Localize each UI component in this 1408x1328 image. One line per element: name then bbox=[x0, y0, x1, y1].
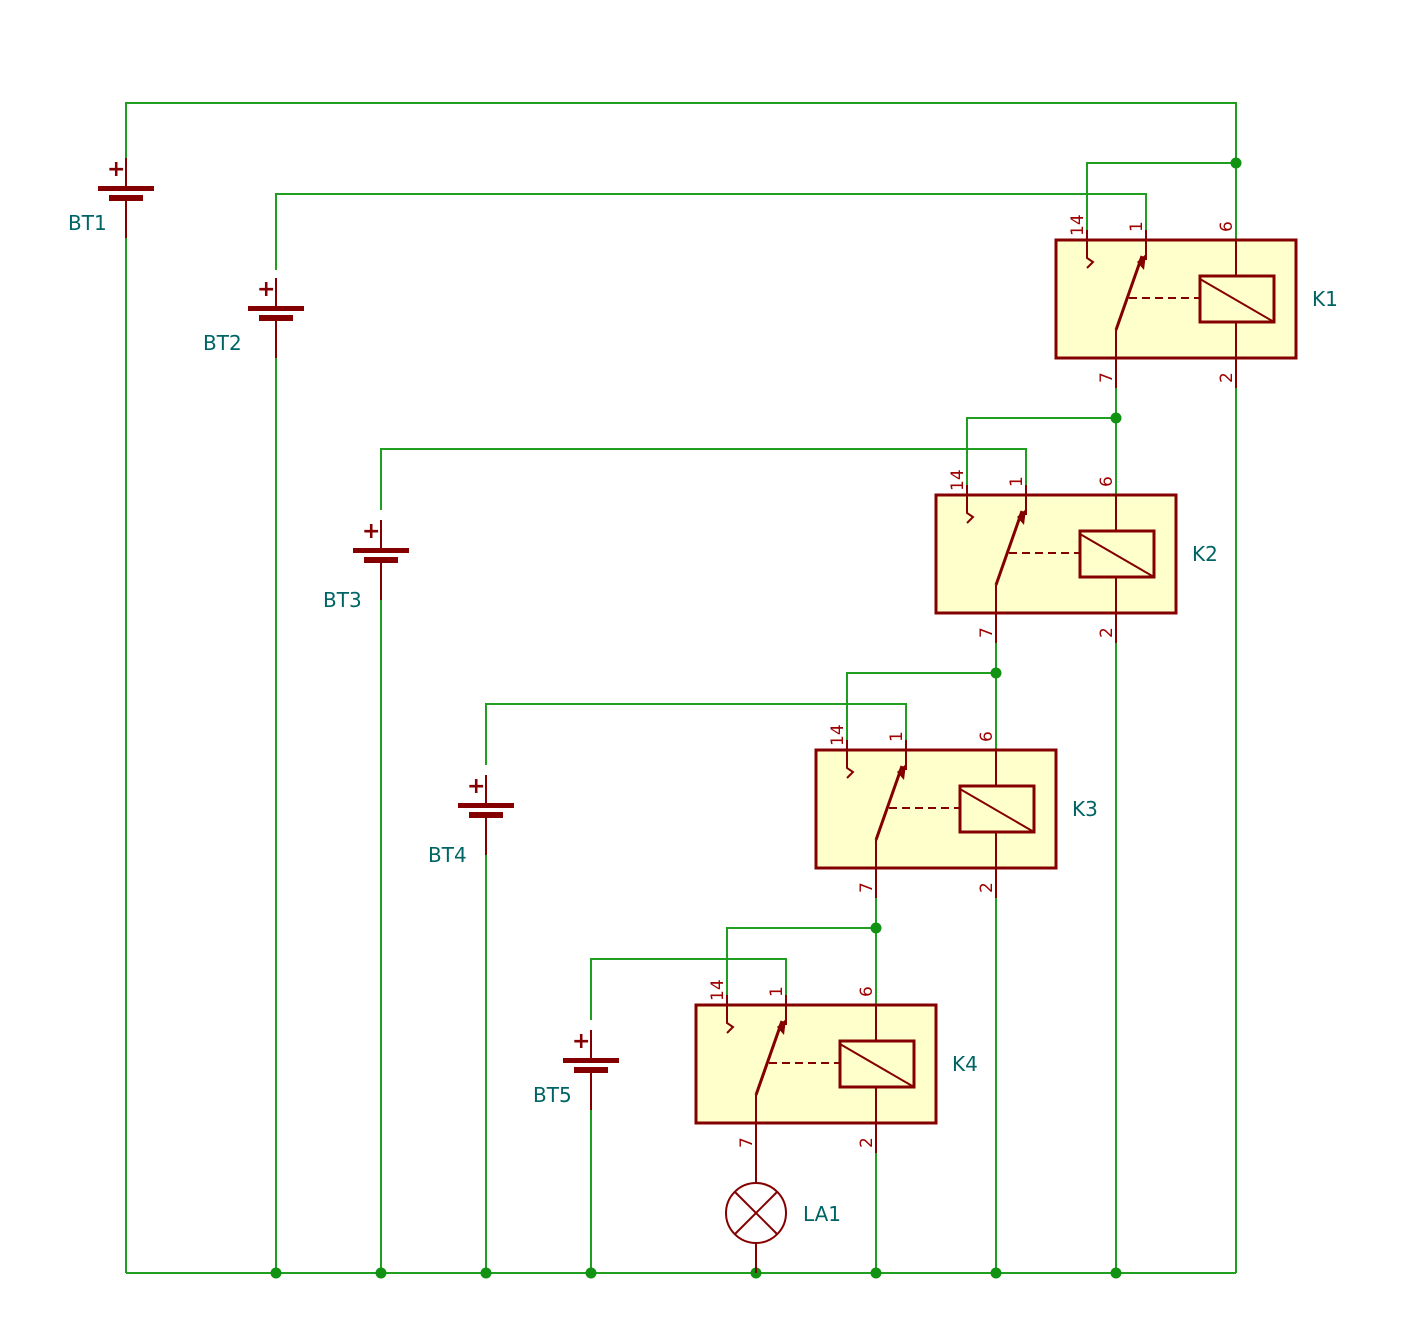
pin-number-no: 7 bbox=[857, 882, 877, 893]
lamp-icon bbox=[725, 1182, 787, 1244]
battery-positive-plate bbox=[353, 548, 409, 553]
pin-number-nc: 14 bbox=[828, 724, 848, 746]
wire-bt1-top bbox=[125, 102, 1237, 240]
junctions bbox=[270, 157, 1242, 1279]
pin-number-nc: 14 bbox=[948, 469, 968, 491]
pin-number-no: 7 bbox=[737, 1137, 757, 1148]
switch-contact-arrow bbox=[777, 1019, 786, 1035]
battery-bt2[interactable]: + BT2 bbox=[203, 277, 304, 358]
pin-number-coil-b: 2 bbox=[977, 882, 997, 893]
wire-bt4-k3-com bbox=[485, 703, 907, 765]
lamp-label: LA1 bbox=[803, 1202, 841, 1226]
wire-bt3-k2-com bbox=[380, 448, 1027, 510]
switch-contact-arrow bbox=[897, 764, 906, 780]
battery-bt4[interactable]: + BT4 bbox=[428, 774, 514, 867]
switch-blade bbox=[874, 765, 904, 841]
pin-number-coil-b: 2 bbox=[1217, 372, 1237, 383]
wire-k2-nc bbox=[966, 417, 1116, 495]
pin-number-nc: 14 bbox=[1068, 214, 1088, 236]
lamp-la1[interactable]: LA1 bbox=[725, 1153, 841, 1273]
battery-polarity-mark: + bbox=[107, 157, 125, 182]
relay-coil bbox=[838, 1039, 916, 1089]
battery-polarity-mark: + bbox=[257, 277, 275, 302]
switch-contact-arrow bbox=[1017, 509, 1026, 525]
wire-bt2-k1-com bbox=[275, 193, 1147, 270]
battery-negative-plate bbox=[574, 1067, 608, 1073]
wire-k4-nc bbox=[726, 927, 876, 1005]
relay-k3[interactable]: 14 1 6 7 2 K3 bbox=[814, 724, 1098, 898]
battery-polarity-mark: + bbox=[572, 1029, 590, 1054]
pin-number-coil-a: 6 bbox=[857, 986, 877, 997]
nc-contact-marker bbox=[726, 1005, 735, 1034]
battery-label: BT3 bbox=[323, 588, 362, 612]
pin-number-nc: 14 bbox=[708, 979, 728, 1001]
junction-dot bbox=[270, 1267, 282, 1279]
relay-label: K1 bbox=[1312, 287, 1338, 311]
wire-k1-nc bbox=[1086, 162, 1236, 240]
junction-dot bbox=[1110, 1267, 1122, 1279]
relay-k1[interactable]: 14 1 6 7 2 K1 bbox=[1054, 214, 1338, 388]
switch-blade bbox=[994, 510, 1024, 586]
junction-dot bbox=[870, 1267, 882, 1279]
relay-coil bbox=[1078, 529, 1156, 579]
junction-dot bbox=[585, 1267, 597, 1279]
pin-number-com: 1 bbox=[1007, 476, 1027, 487]
battery-positive-plate bbox=[248, 306, 304, 311]
pin-number-com: 1 bbox=[1127, 221, 1147, 232]
nc-contact-marker bbox=[846, 750, 855, 779]
relay-k2[interactable]: 14 1 6 7 2 K2 bbox=[934, 469, 1218, 643]
battery-bt5[interactable]: + BT5 bbox=[533, 1029, 619, 1110]
wire-k3-nc bbox=[846, 672, 996, 750]
battery-bt3[interactable]: + BT3 bbox=[323, 519, 409, 612]
battery-label: BT1 bbox=[68, 211, 107, 235]
battery-negative-plate bbox=[259, 315, 293, 321]
switch-blade bbox=[754, 1020, 784, 1096]
switch-blade bbox=[1114, 255, 1144, 331]
relay-coil bbox=[1198, 274, 1276, 324]
battery-bt1[interactable]: + BT1 bbox=[68, 157, 154, 238]
wires bbox=[125, 102, 1237, 1274]
wire-bt5-k4-com bbox=[590, 958, 787, 1020]
pin-number-com: 1 bbox=[767, 986, 787, 997]
junction-dot bbox=[1230, 157, 1242, 169]
nc-contact-marker bbox=[966, 495, 975, 524]
switch-contact-arrow bbox=[1137, 254, 1146, 270]
junction-dot bbox=[990, 1267, 1002, 1279]
battery-label: BT5 bbox=[533, 1083, 572, 1107]
battery-polarity-mark: + bbox=[362, 519, 380, 544]
relay-label: K2 bbox=[1192, 542, 1218, 566]
junction-dot bbox=[1110, 412, 1122, 424]
pin-number-coil-a: 6 bbox=[1217, 221, 1237, 232]
junction-dot bbox=[480, 1267, 492, 1279]
battery-negative-plate bbox=[469, 812, 503, 818]
relay-label: K3 bbox=[1072, 797, 1098, 821]
nc-contact-marker bbox=[1086, 240, 1095, 269]
relay-coil bbox=[958, 784, 1036, 834]
pin-number-coil-b: 2 bbox=[857, 1137, 877, 1148]
battery-polarity-mark: + bbox=[467, 774, 485, 799]
junction-dot bbox=[990, 667, 1002, 679]
pin-number-coil-a: 6 bbox=[977, 731, 997, 742]
battery-label: BT4 bbox=[428, 843, 467, 867]
junction-dot bbox=[375, 1267, 387, 1279]
battery-label: BT2 bbox=[203, 331, 242, 355]
pin-number-coil-b: 2 bbox=[1097, 627, 1117, 638]
battery-negative-plate bbox=[364, 557, 398, 563]
battery-positive-plate bbox=[563, 1058, 619, 1063]
relay-body bbox=[814, 748, 1058, 870]
pin-number-no: 7 bbox=[1097, 372, 1117, 383]
battery-negative-plate bbox=[109, 195, 143, 201]
battery-positive-plate bbox=[98, 186, 154, 191]
junction-dot bbox=[870, 922, 882, 934]
pin-number-com: 1 bbox=[887, 731, 907, 742]
battery-positive-plate bbox=[458, 803, 514, 808]
relay-label: K4 bbox=[952, 1052, 978, 1076]
pin-number-coil-a: 6 bbox=[1097, 476, 1117, 487]
pin-number-no: 7 bbox=[977, 627, 997, 638]
relay-k4[interactable]: 14 1 6 7 2 K4 bbox=[694, 979, 978, 1153]
